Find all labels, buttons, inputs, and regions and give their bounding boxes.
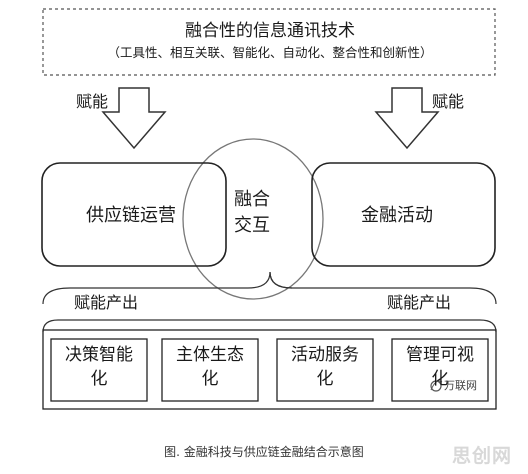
watermark-text: 万联网 — [444, 379, 477, 392]
supply-chain-box — [41, 162, 227, 267]
right-output-bracket — [269, 271, 497, 305]
decision-line-1: 决策智能 — [65, 345, 133, 365]
left-output-label: 赋能产出 — [74, 293, 139, 312]
ecology-box — [161, 338, 259, 402]
watermark-logo-icon — [430, 380, 442, 392]
finance-box — [311, 162, 496, 267]
top-dashed-box — [42, 8, 496, 76]
service-line-2: 化 — [316, 369, 334, 389]
decision-line-2: 化 — [90, 369, 108, 389]
corner-logo: 思创网 — [452, 445, 513, 467]
visual-box — [391, 338, 489, 402]
ecology-line-1: 主体生态 — [176, 345, 244, 365]
left-empower-arrow — [101, 87, 167, 150]
fusion-label-2: 交互 — [234, 215, 270, 236]
right-empower-label: 赋能 — [432, 92, 465, 111]
bottom-outer-box — [42, 329, 497, 410]
decision-box — [50, 338, 148, 402]
service-box — [276, 338, 374, 402]
supply-chain-label: 供应链运营 — [86, 205, 176, 226]
ict-subtitle: （工具性、相互关联、智能化、自动化、整合性和创新性） — [107, 45, 433, 60]
visual-line-1: 管理可视 — [406, 345, 474, 365]
watermark-swoosh-icon — [430, 380, 443, 391]
right-output-label: 赋能产出 — [387, 293, 452, 312]
lower-bracket — [42, 319, 497, 333]
figure-caption: 图. 金融科技与供应链金融结合示意图 — [164, 445, 364, 459]
fusion-ellipse — [182, 138, 324, 300]
service-line-1: 活动服务 — [291, 345, 359, 365]
visual-line-2: 化 — [431, 369, 449, 389]
ict-title: 融合性的信息通讯技术 — [185, 21, 355, 41]
finance-label: 金融活动 — [361, 205, 433, 226]
left-empower-label: 赋能 — [76, 92, 109, 111]
right-empower-arrow — [374, 87, 440, 150]
fusion-label-1: 融合 — [234, 189, 270, 210]
ecology-line-2: 化 — [201, 369, 219, 389]
